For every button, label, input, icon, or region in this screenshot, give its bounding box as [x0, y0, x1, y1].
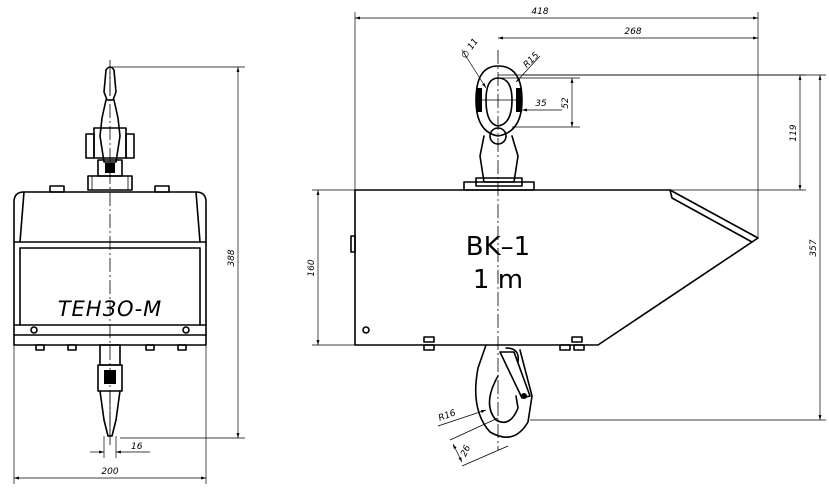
right-dim-eye-to-right: 268 — [498, 27, 758, 40]
right-dim-hook-throat-value: 26 — [459, 444, 473, 459]
left-dim-hook-value: 16 — [131, 442, 143, 452]
right-dim-body-height: 160 — [307, 189, 355, 346]
right-dim-body-height-value: 160 — [307, 259, 317, 276]
right-dim-total-width: 418 — [354, 7, 759, 238]
right-dim-eye-radius: R15 — [515, 51, 542, 83]
right-dim-total-height: 357 — [522, 74, 826, 421]
right-dim-top-to-body: 119 — [498, 74, 806, 191]
left-dim-hook: 16 — [90, 436, 150, 458]
left-top-bolts — [49, 185, 170, 193]
left-view: ТЕНЗО-М 388 — [13, 60, 245, 484]
left-body: ТЕНЗО-М — [13, 191, 207, 346]
right-dim-hook-radius-value: R16 — [437, 408, 457, 424]
left-bottom-feet — [35, 344, 187, 351]
right-dim-top-to-body-value: 119 — [789, 124, 799, 141]
left-dim-height: 388 — [112, 66, 245, 439]
right-dim-eye-radius-value: R15 — [522, 51, 542, 71]
right-dim-eye-height-value: 52 — [561, 97, 571, 109]
right-dim-total-width-value: 418 — [531, 7, 548, 17]
right-dim-eye-diameter-value: ∅ 11 — [460, 37, 481, 61]
right-dim-eye-to-right-value: 268 — [624, 27, 641, 37]
left-dim-width-value: 200 — [101, 467, 118, 477]
right-dim-total-height-value: 357 — [809, 239, 819, 256]
right-dim-eye-height: 52 — [498, 77, 580, 128]
right-top-eye — [463, 65, 535, 191]
right-view: BK–1 1 m 418 — [307, 7, 826, 467]
left-dim-width: 200 — [13, 345, 207, 484]
right-hook — [474, 344, 533, 438]
left-model-label: ТЕНЗО-М — [58, 297, 163, 321]
left-dim-height-value: 388 — [227, 249, 237, 266]
right-body: BK–1 1 m — [350, 189, 759, 346]
right-dim-eye-width: 35 — [522, 99, 562, 112]
right-dim-eye-width-value: 35 — [535, 99, 547, 109]
right-dim-hook-throat: 26 — [449, 417, 509, 467]
right-dim-eye-diameter: ∅ 11 — [460, 37, 487, 89]
right-bottom-feet — [423, 336, 585, 351]
